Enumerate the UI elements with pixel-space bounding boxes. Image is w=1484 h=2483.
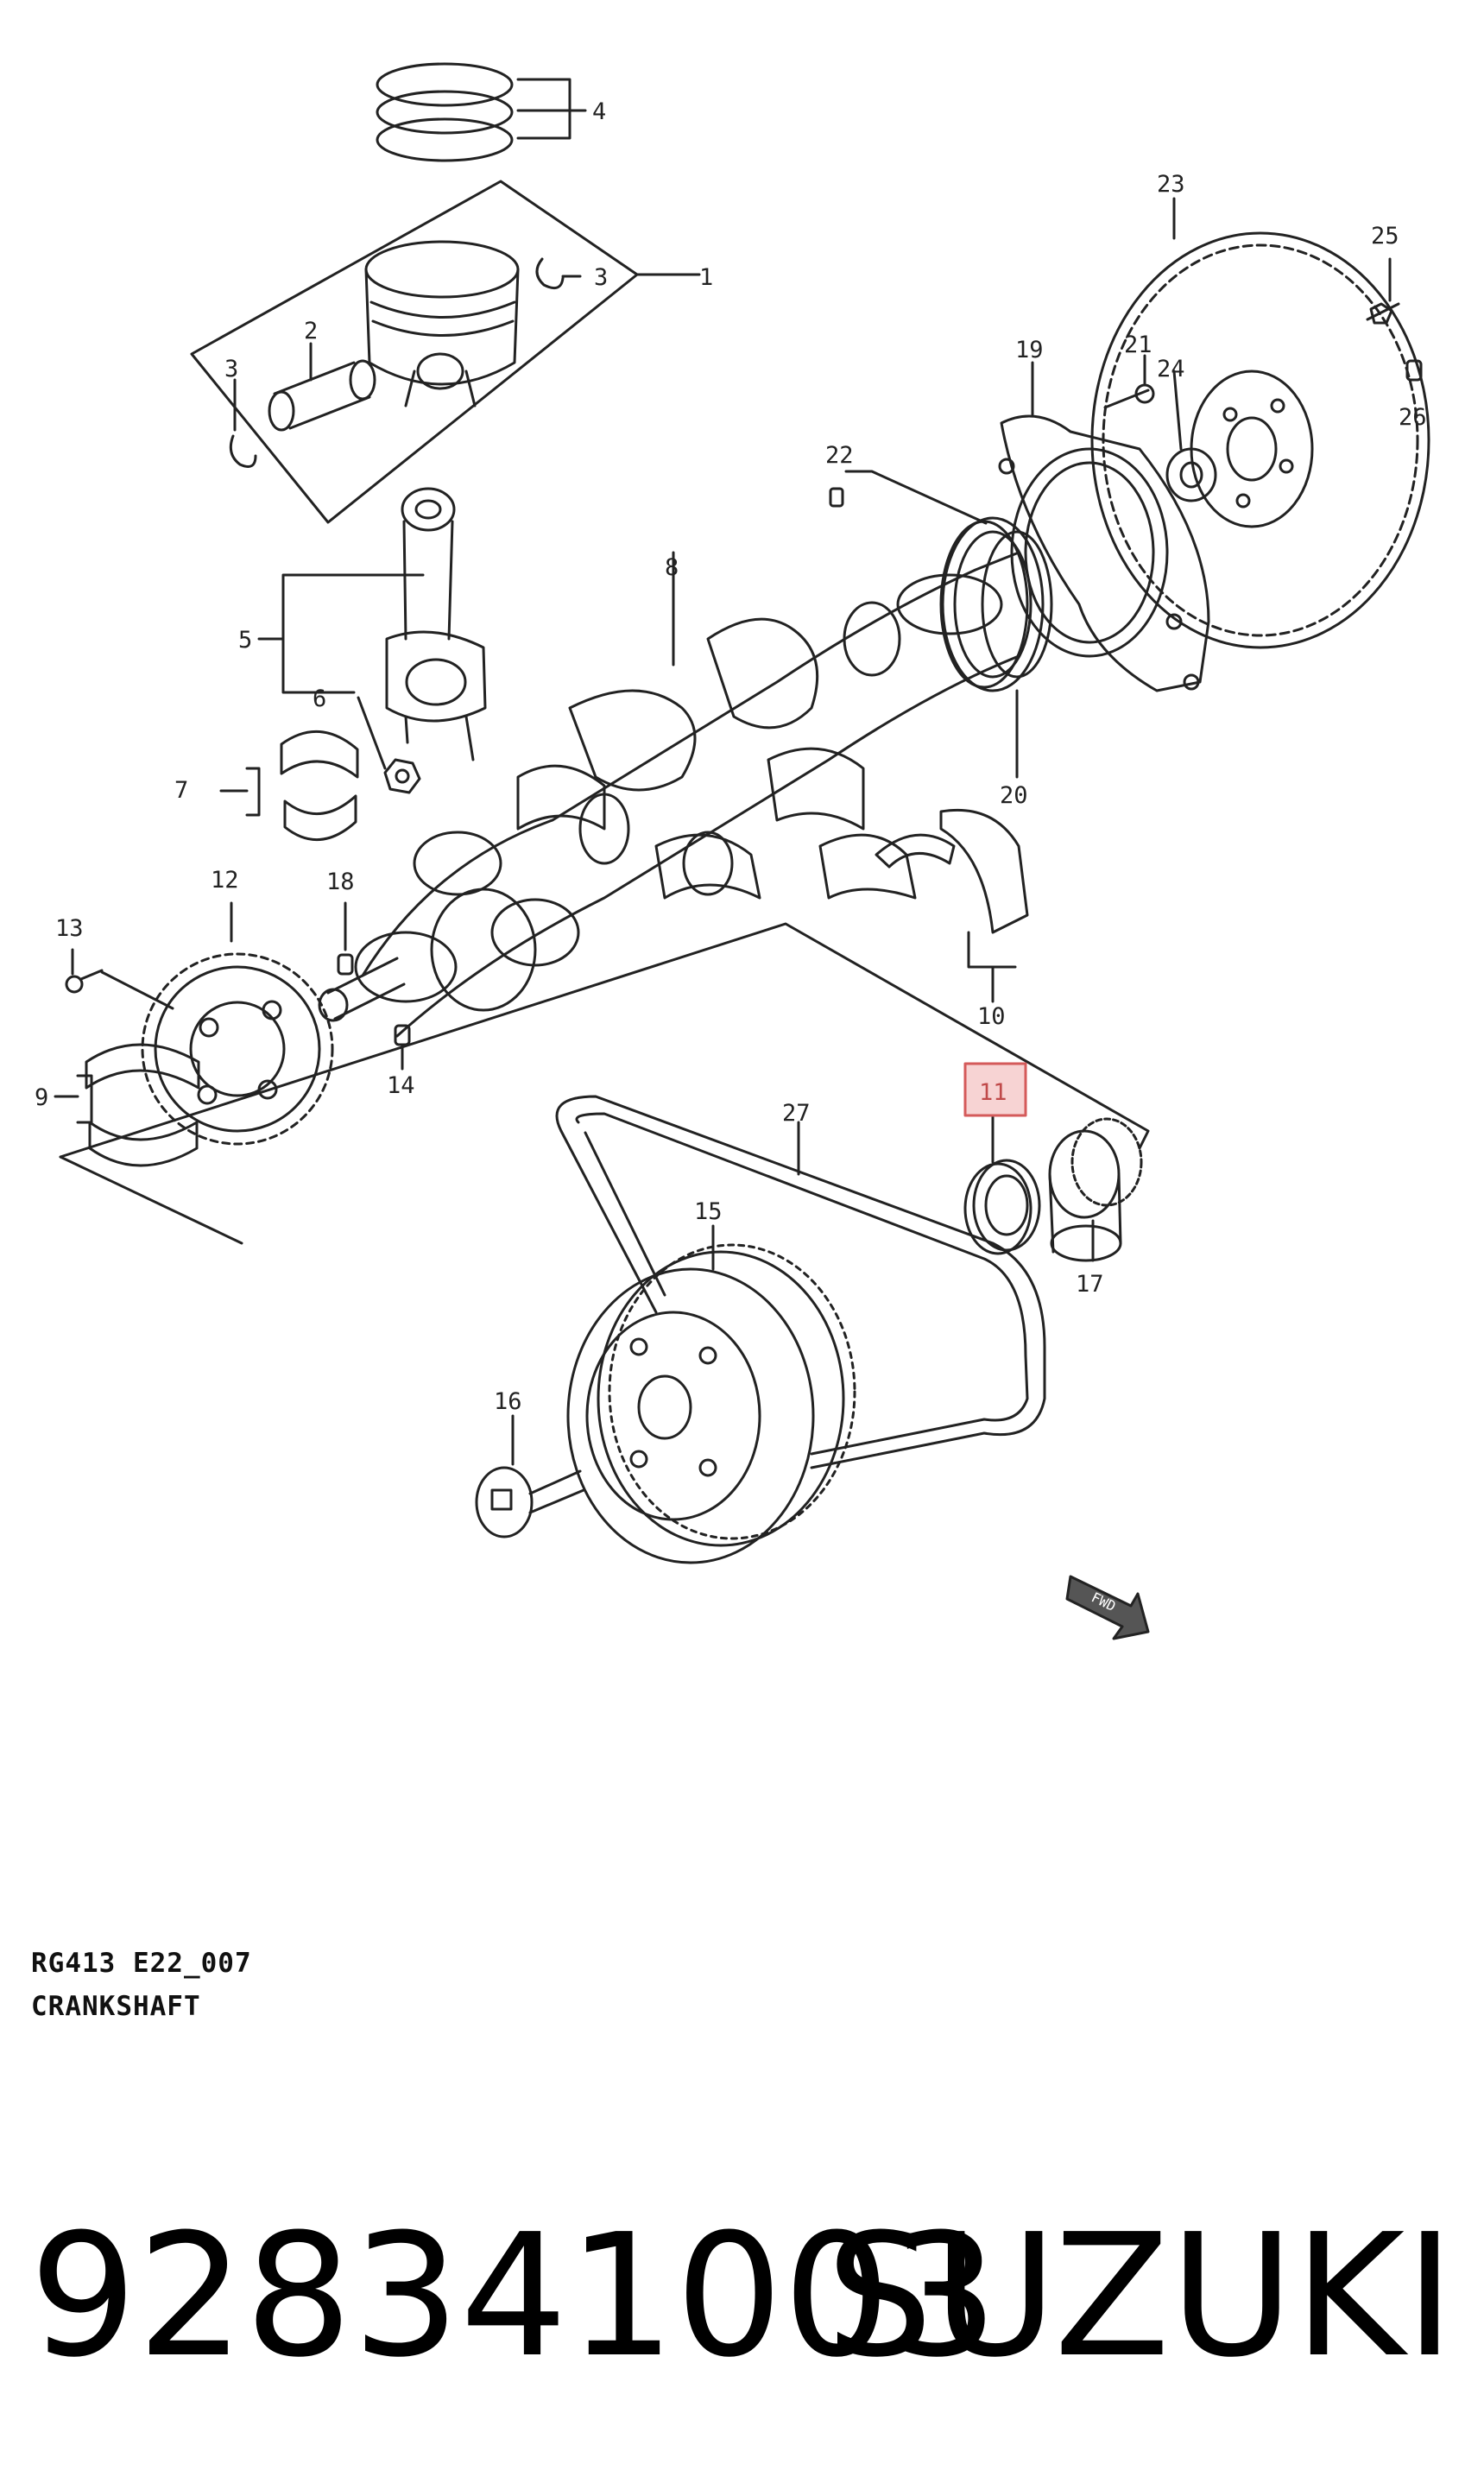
crank-timing-gear (1048, 1117, 1143, 1262)
pin-26 (1405, 359, 1423, 382)
callout-12: 12 (211, 867, 239, 894)
diagram-title: CRANKSHAFT (31, 1991, 201, 2022)
callout-14: 14 (387, 1072, 415, 1099)
bolt-13 (65, 948, 104, 994)
callout-1: 1 (699, 264, 713, 291)
dowel-22 (829, 470, 988, 525)
callout-labels: 1 2 3 3 4 5 6 7 8 9 10 11 12 13 14 15 16… (35, 98, 1427, 1614)
crankshaft-group-frame (59, 922, 1150, 1245)
timing-sprocket (100, 901, 334, 1146)
main-bearings-upper (875, 808, 1029, 1003)
callout-19: 19 (1015, 337, 1044, 363)
callout-20: 20 (1000, 782, 1028, 809)
forward-direction-arrow (1065, 1575, 1150, 1640)
crank-pulley (566, 1224, 856, 1564)
callout-5: 5 (238, 627, 252, 654)
callout-8: 8 (665, 554, 679, 581)
callout-27: 27 (782, 1100, 811, 1127)
callout-23: 23 (1157, 171, 1185, 198)
callout-22: 22 (825, 442, 854, 469)
callout-11-highlight-box (963, 1062, 1027, 1117)
piston-pin (268, 342, 376, 432)
brand-name: SUZUKI (825, 2198, 1456, 2395)
callout-11: 11 (979, 1079, 1007, 1106)
key-pin-14 (394, 1024, 411, 1071)
v-ribbed-belt (555, 1095, 1046, 1469)
callout-7: 7 (174, 777, 188, 804)
key-pin-18 (337, 901, 354, 976)
callout-10: 10 (977, 1003, 1006, 1030)
callout-26: 26 (1399, 404, 1427, 431)
flywheel (1090, 197, 1430, 649)
callout-3-clip-left: 3 (224, 356, 238, 382)
callout-3-clip: 3 (594, 264, 608, 291)
callout-6: 6 (313, 686, 326, 712)
callout-4: 4 (592, 98, 606, 125)
diagram-code: RG413 E22_007 (31, 1948, 252, 1979)
footer: 928341003 SUZUKI (0, 2193, 1484, 2400)
pulley-bolt (475, 1414, 585, 1538)
piston (364, 240, 520, 408)
callout-2: 2 (304, 318, 318, 344)
rear-oil-seal (941, 516, 1045, 779)
callout-18: 18 (326, 869, 355, 895)
piston-rings (376, 62, 587, 162)
piston-group-frame (190, 180, 701, 524)
callout-24: 24 (1157, 356, 1185, 382)
bolt-21 (1103, 354, 1155, 409)
main-bearings-lower (54, 1043, 200, 1167)
callout-13: 13 (55, 915, 84, 942)
callout-25: 25 (1371, 223, 1399, 250)
callout-9: 9 (35, 1084, 48, 1111)
piston-pin-clips (229, 257, 582, 468)
callout-15: 15 (694, 1198, 723, 1225)
rod-bearings (219, 730, 359, 841)
part-number: 928341003 (29, 2198, 999, 2395)
connecting-rod (257, 487, 487, 761)
oil-seal-housing (998, 361, 1210, 692)
callout-21: 21 (1124, 332, 1152, 358)
callout-17: 17 (1076, 1271, 1104, 1298)
rod-nut (357, 696, 421, 794)
front-oil-seal (963, 1115, 1041, 1255)
bolt-25 (1366, 257, 1400, 325)
exploded-parts-diagram: 1 2 3 3 4 5 6 7 8 9 10 11 12 13 14 15 16… (35, 62, 1430, 1640)
callout-16: 16 (494, 1388, 522, 1415)
